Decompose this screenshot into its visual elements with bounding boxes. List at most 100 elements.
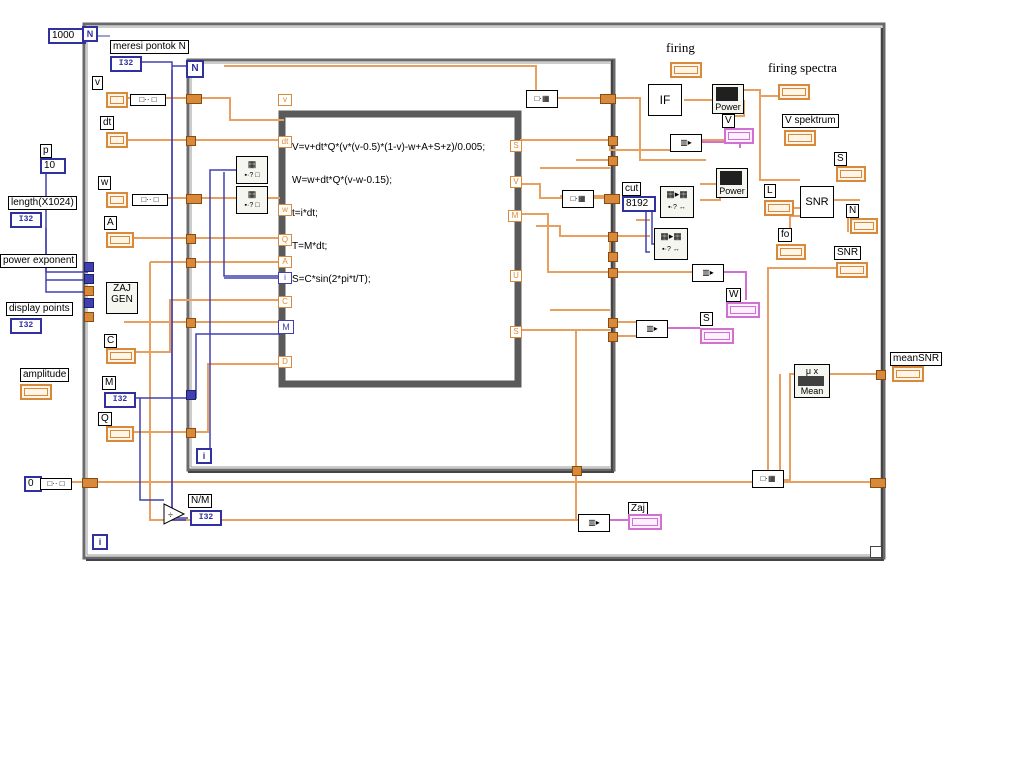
formula-input-M: M (278, 320, 294, 334)
mean-node[interactable]: μ x Mean (794, 364, 830, 398)
N-control[interactable] (850, 218, 878, 234)
array-subset-2[interactable]: ▦▸▦▪·? ↔ (654, 228, 688, 260)
formula-output-U: U (510, 270, 522, 282)
tunnel-M (186, 390, 196, 400)
out-tunnel-8 (608, 332, 618, 342)
dt-control[interactable] (106, 132, 128, 148)
V-label: V (722, 114, 735, 128)
A-label: A (104, 216, 117, 230)
power-spectrum-1[interactable]: Power (712, 84, 744, 114)
build-array-mid[interactable]: □·▦ (562, 190, 594, 208)
formula-input-D: D (278, 356, 292, 368)
W-indicator (726, 302, 760, 318)
build-array-bottom[interactable]: □·▦ (752, 470, 784, 488)
cut-label: cut (622, 182, 642, 196)
firing-spectra-label: firing spectra (766, 60, 839, 75)
tunnel-dt (186, 136, 196, 146)
formula-line-3: t=i*dt; (292, 208, 318, 219)
tunnel-C (186, 318, 196, 328)
w-control[interactable] (106, 192, 128, 208)
v-control[interactable] (106, 92, 128, 108)
zaj-gen-node[interactable]: ZAJ GEN (106, 282, 138, 314)
formula-line-1: V=v+dt*Q*(v*(v-0.5)*(1-v)-w+A+S+z)/0.005… (292, 142, 486, 153)
M-i32-terminal[interactable]: I32 (104, 392, 136, 408)
out-tunnel-2 (608, 156, 618, 166)
Q-label: Q (98, 412, 112, 426)
firing-indicator (670, 62, 702, 78)
formula-input-A: A (278, 256, 292, 268)
loop-resize-handle[interactable] (870, 546, 882, 558)
V-indicator (724, 128, 754, 144)
outer-left-tunnel (82, 478, 98, 488)
S-top-label: S (834, 152, 847, 166)
A-control[interactable] (106, 232, 134, 248)
v-label: v (92, 76, 103, 90)
formula-input-Q: Q (278, 234, 292, 246)
index-array-3[interactable]: ▥▸ (636, 320, 668, 338)
meanSNR-label: meanSNR (890, 352, 943, 366)
constant-0[interactable]: 0 (24, 476, 42, 492)
V-spektrum-label: V spektrum (782, 114, 839, 128)
Q-control[interactable] (106, 426, 134, 442)
meresi-pontok-label: meresi pontok N (110, 40, 189, 54)
formula-output-S1: S (510, 140, 522, 152)
formula-line-2: W=w+dt*Q*(v-w-0.15); (292, 175, 393, 186)
svg-text:÷: ÷ (168, 510, 173, 520)
w-convert-node[interactable]: □·· □ (132, 194, 168, 206)
constant-10[interactable]: 10 (40, 158, 66, 174)
S-top-control[interactable] (836, 166, 866, 182)
index-array-4[interactable]: ▥▸ (578, 514, 610, 532)
index-array-2[interactable]: ▥▸ (692, 264, 724, 282)
zaj-input-2 (84, 274, 94, 284)
formula-input-z: i (278, 272, 292, 284)
outer-iteration-terminal: i (92, 534, 108, 550)
if-node[interactable]: IF (648, 84, 682, 116)
inner-iteration-terminal: i (196, 448, 212, 464)
power-exponent-label: power exponent (0, 254, 78, 268)
snr-node[interactable]: SNR (800, 186, 834, 218)
S-indicator (700, 328, 734, 344)
NM-i32-terminal[interactable]: I32 (190, 510, 222, 526)
meresi-i32-terminal[interactable]: I32 (110, 56, 142, 72)
display-points-i32-terminal[interactable]: I32 (10, 318, 42, 334)
v-convert-node[interactable]: □·· □ (130, 94, 166, 106)
fo-control[interactable] (776, 244, 806, 260)
build-array-1[interactable]: ▦▪·? □ (236, 156, 268, 184)
formula-input-C: C (278, 296, 292, 308)
out-tunnel-6 (608, 268, 618, 278)
C-label: C (104, 334, 118, 348)
zero-convert-node[interactable]: □·· □ (40, 478, 72, 490)
constant-1000[interactable]: 1000 (48, 28, 86, 44)
amplitude-label: amplitude (20, 368, 70, 382)
out-tunnel-7 (608, 318, 618, 328)
formula-text[interactable]: V=v+dt*Q*(v*(v-0.5)*(1-v)-w+A+S+z)/0.005… (292, 120, 486, 296)
tunnel-z (186, 258, 196, 268)
out-tunnel-5 (608, 252, 618, 262)
build-array-top[interactable]: □·▦ (526, 90, 558, 108)
length-label: length(X1024) (8, 196, 77, 210)
formula-output-M: M (508, 210, 522, 222)
L-control[interactable] (764, 200, 794, 216)
index-array-1[interactable]: ▥▸ (670, 134, 702, 152)
power-spectrum-2[interactable]: Power (716, 168, 748, 198)
formula-output-V: V (510, 176, 522, 188)
formula-output-S2: S (510, 326, 522, 338)
meanSNR-indicator (892, 366, 924, 382)
out-tunnel-1 (608, 136, 618, 146)
constant-8192[interactable]: 8192 (622, 196, 656, 212)
divide-icon: ÷ (163, 503, 186, 525)
out-tunnel-4 (608, 232, 618, 242)
formula-line-5: S=C*sin(2*pi*t/T); (292, 274, 371, 285)
SNR-label: SNR (834, 246, 862, 260)
Zaj-indicator (628, 514, 662, 530)
outer-right-tunnel (870, 478, 886, 488)
bottom-shift-tunnel (572, 466, 582, 476)
formula-input-w: w (278, 204, 292, 216)
length-i32-terminal[interactable]: I32 (10, 212, 42, 228)
L-label: L (764, 184, 776, 198)
C-control[interactable] (106, 348, 136, 364)
build-array-2[interactable]: ▦▪·? □ (236, 186, 268, 214)
array-subset-1[interactable]: ▦▸▦▪·? ↔ (660, 186, 694, 218)
amplitude-control[interactable] (20, 384, 52, 400)
